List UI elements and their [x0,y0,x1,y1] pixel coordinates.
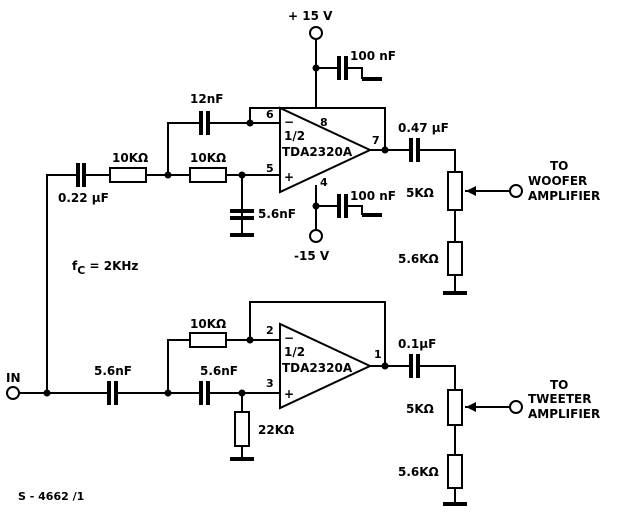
opamp-upper-inv-sign: − [284,115,294,129]
woofer-dest-line1: TO [550,159,568,173]
resistor-symbols [109,167,476,489]
pin-7: 7 [372,134,380,147]
supply-pos-label: + 15 V [288,9,333,23]
wiring [19,39,511,504]
tweeter-dest-line2: TWEETER [528,392,591,406]
pin-4: 4 [320,176,328,189]
r1-label: 10KΩ [112,151,148,165]
junction-dots [43,64,389,397]
pin-3: 3 [266,377,274,390]
tweeter-dest-line1: TO [550,378,568,392]
fc-label: fC = 2KHz [72,259,138,277]
tweeter-dest-line3: AMPLIFIER [528,407,600,421]
pin-1: 1 [374,348,382,361]
r-out-lower-label: 5.6KΩ [398,465,439,479]
terminal-input [6,386,20,400]
opamp-lower-name: TDA2320A [282,361,353,375]
c-decouple-top-label: 100 nF [350,49,396,63]
woofer-dest-line3: AMPLIFIER [528,189,600,203]
r-out-upper-label: 5.6KΩ [398,252,439,266]
c1-lower-label: 5.6nF [94,364,132,378]
c-input-label: 0.22 μF [58,191,109,205]
opamp-upper-noninv-sign: + [284,170,294,184]
pin-6: 6 [266,108,274,121]
terminal-vminus [309,229,323,243]
opamp-lower-inv-sign: − [284,331,294,345]
labels: + 15 V -15 V 0.22 μF 10KΩ 10KΩ 12nF 5.6n… [6,9,600,503]
pot-upper-label: 5KΩ [406,186,434,200]
c-out-lower-label: 0.1μF [398,337,436,351]
r-ground-lower-label: 22KΩ [258,423,294,437]
opamp-lower: − + 1/2 TDA2320A 2 3 1 [266,322,382,410]
capacitor-symbols [76,56,420,405]
c2-lower-label: 5.6nF [200,364,238,378]
pin-5: 5 [266,162,274,175]
c-feedback-label: 12nF [190,92,223,106]
r-feedback-lower-label: 10KΩ [190,317,226,331]
terminal-vplus [309,26,323,40]
supply-neg-label: -15 V [294,249,330,263]
opamp-upper-name: TDA2320A [282,145,353,159]
c-ground-upper-label: 5.6nF [258,207,296,221]
pot-lower-label: 5KΩ [406,402,434,416]
input-label: IN [6,371,21,385]
pin-8: 8 [320,116,328,129]
terminals [6,26,523,414]
c-decouple-bot-label: 100 nF [350,189,396,203]
pin-2: 2 [266,324,274,337]
terminal-tweeter [509,400,523,414]
opamp-upper: − + 1/2 TDA2320A 6 5 7 8 4 [266,106,380,194]
opamp-lower-half: 1/2 [284,345,305,359]
ground-symbols [230,77,467,506]
reference-code: S - 4662 /1 [18,490,84,503]
terminal-woofer [509,184,523,198]
c-out-upper-label: 0.47 μF [398,121,449,135]
woofer-dest-line2: WOOFER [528,174,587,188]
opamp-upper-half: 1/2 [284,129,305,143]
r2-label: 10KΩ [190,151,226,165]
opamp-lower-noninv-sign: + [284,387,294,401]
